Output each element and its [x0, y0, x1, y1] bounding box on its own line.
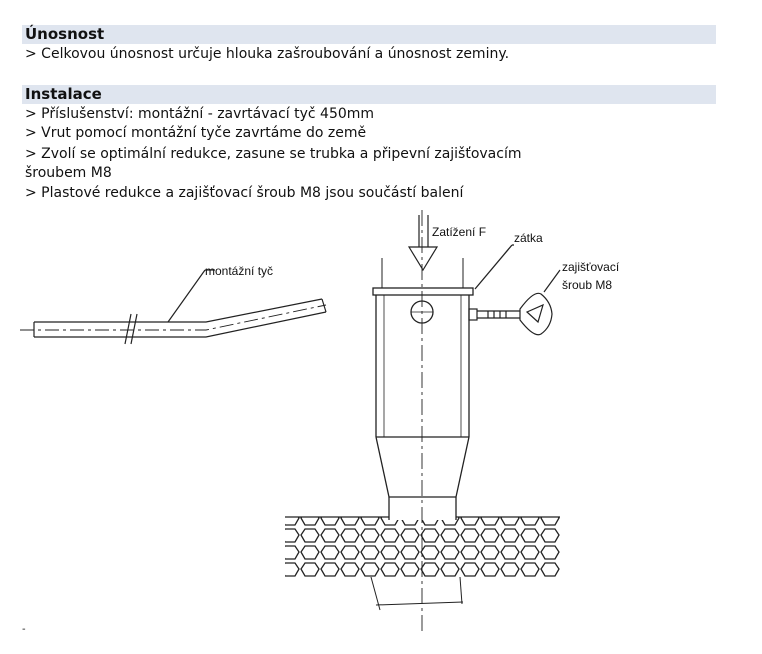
text-line: > Plastové redukce a zajišťovací šroub M… [25, 185, 464, 201]
cap-label: zátka [514, 231, 543, 245]
text-line: > Celkovou únosnost určuje hlouka zašrou… [25, 46, 510, 62]
text-line: > Příslušenství: montážní - zavrtávací t… [25, 106, 375, 122]
screw-label-line-1: zajišťovací [562, 260, 620, 274]
section-heading-instalace: Instalace [22, 85, 716, 104]
tube [375, 295, 470, 520]
soil [285, 516, 560, 577]
cap [372, 244, 514, 296]
securing-screw [468, 269, 561, 336]
rod-label: montážní tyč [205, 264, 273, 278]
load-arrow-icon [407, 215, 439, 272]
page-mark: - [22, 624, 26, 635]
mounting-rod [20, 269, 327, 345]
text-line: > Vrut pomocí montážní tyče zavrtáme do … [25, 125, 367, 141]
text-line: > Zvolí se optimální redukce, zasune se … [25, 146, 522, 162]
screw-label-line-2: šroub M8 [562, 278, 612, 292]
text-line: šroubem M8 [25, 165, 112, 181]
section-heading-unosnost: Únosnost [22, 25, 716, 44]
load-label: Zatížení F [432, 225, 486, 239]
